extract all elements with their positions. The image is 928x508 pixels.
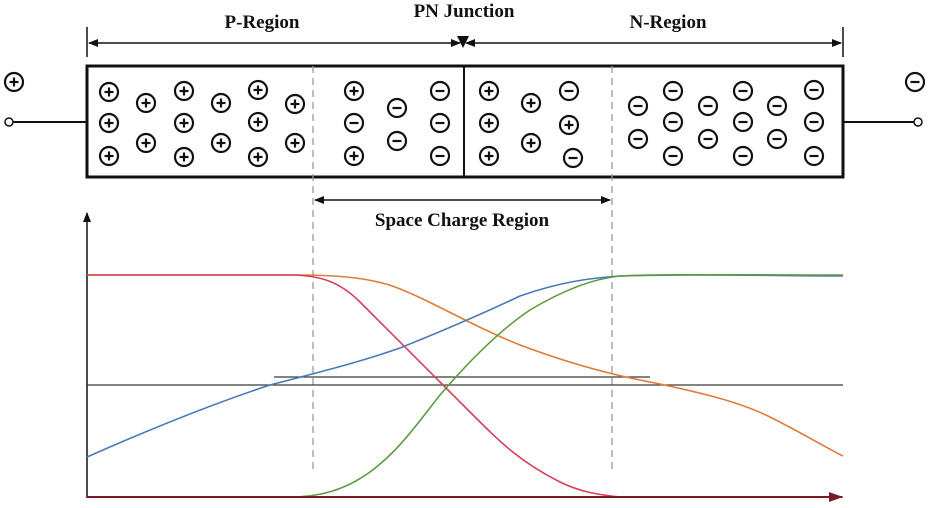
n-region-label: N-Region [629, 12, 706, 33]
negative-charge-icon [697, 128, 719, 150]
positive-charge-icon [173, 80, 195, 102]
negative-charge-icon [662, 145, 684, 167]
positive-charge-icon [98, 81, 120, 103]
positive-charge-icon [247, 146, 269, 168]
left-terminal [4, 117, 14, 127]
positive-charge-icon [478, 80, 500, 102]
negative-charge-icon [343, 112, 365, 134]
positive-charge-icon [284, 93, 306, 115]
negative-charge-icon [732, 80, 754, 102]
blue-curve [86, 274, 844, 458]
negative-charge-icon [803, 111, 825, 133]
right-terminal-negative-icon [904, 71, 926, 93]
red-curve [87, 274, 843, 498]
left-terminal-positive-icon [3, 71, 25, 93]
pn-junction-pointer-icon [457, 36, 469, 48]
negative-charge-icon [429, 112, 451, 134]
negative-charge-icon [627, 95, 649, 117]
p-region-label: P-Region [225, 12, 300, 33]
positive-charge-icon [210, 92, 232, 114]
positive-charge-icon [520, 132, 542, 154]
positive-charge-icon [135, 92, 157, 114]
positive-charge-icon [284, 132, 306, 154]
negative-charge-icon [558, 80, 580, 102]
negative-charge-icon [662, 80, 684, 102]
positive-charge-icon [210, 132, 232, 154]
positive-charge-icon [247, 111, 269, 133]
negative-charge-icon [766, 128, 788, 150]
green-curve [87, 273, 844, 498]
negative-charge-icon [662, 111, 684, 133]
negative-charge-icon [766, 95, 788, 117]
positive-charge-icon [173, 146, 195, 168]
positive-charge-icon [98, 112, 120, 134]
negative-charge-icon [803, 79, 825, 101]
negative-charge-icon [627, 128, 649, 150]
positive-charge-icon [343, 80, 365, 102]
negative-charge-icon [562, 147, 584, 169]
negative-charge-icon [697, 95, 719, 117]
positive-charge-icon [173, 112, 195, 134]
positive-charge-icon [478, 112, 500, 134]
positive-charge-icon [520, 92, 542, 114]
charge-symbols [98, 79, 825, 169]
negative-charge-icon [386, 97, 408, 119]
negative-charge-icon [732, 111, 754, 133]
positive-charge-icon [135, 132, 157, 154]
negative-charge-icon [429, 145, 451, 167]
negative-charge-icon [429, 80, 451, 102]
right-terminal [913, 117, 923, 127]
positive-charge-icon [98, 145, 120, 167]
positive-charge-icon [478, 145, 500, 167]
positive-charge-icon [343, 145, 365, 167]
orange-curve [87, 274, 844, 457]
negative-charge-icon [803, 145, 825, 167]
negative-charge-icon [732, 145, 754, 167]
space-charge-region-label: Space Charge Region [375, 210, 550, 231]
positive-charge-icon [558, 114, 580, 136]
positive-charge-icon [247, 79, 269, 101]
negative-charge-icon [386, 130, 408, 152]
pn-junction-label: PN Junction [414, 1, 515, 22]
